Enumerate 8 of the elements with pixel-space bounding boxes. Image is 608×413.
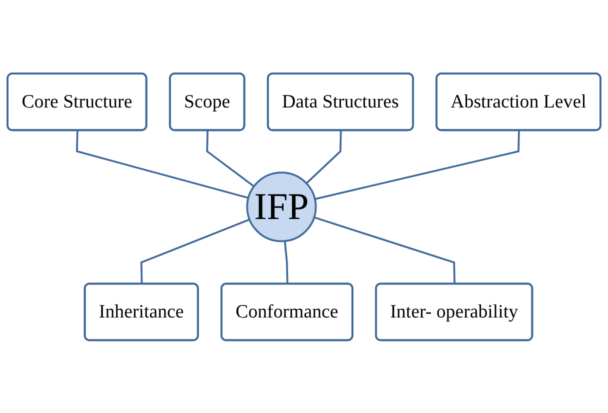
connector — [284, 240, 288, 284]
connector — [206, 130, 255, 187]
connector — [314, 130, 520, 200]
node-circle: IFP — [246, 171, 317, 242]
connector — [306, 130, 342, 184]
connector — [140, 218, 250, 284]
connector — [76, 130, 249, 198]
connector — [314, 216, 456, 284]
